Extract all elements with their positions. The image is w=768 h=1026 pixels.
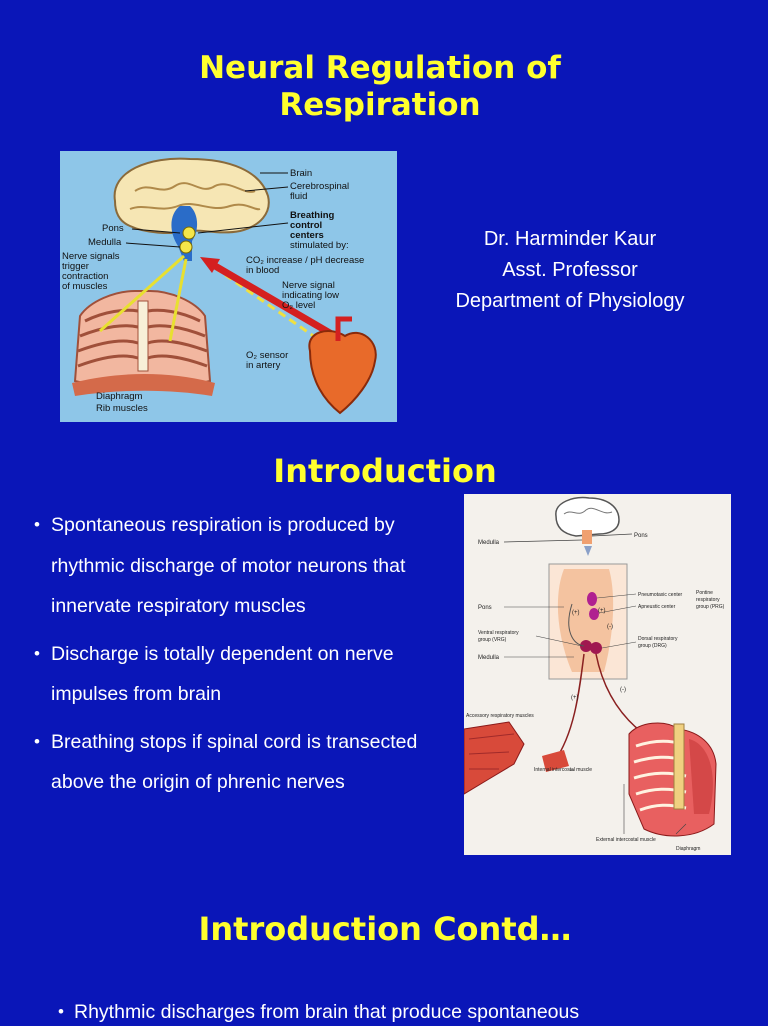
f2-drg-1: Dorsal respiratory (638, 636, 678, 642)
f2-diaphragm: Diaphragm (676, 846, 700, 852)
author-position: Asst. Professor (502, 259, 638, 281)
f2-plus-1: (+) (572, 610, 580, 616)
label-ns-1: Nerve signals (62, 251, 120, 262)
label-nsig-1: Nerve signal (282, 280, 335, 291)
f2-prg-3: group (PRG) (696, 604, 725, 610)
f2-vrg-1: Ventral respiratory (478, 630, 519, 636)
f2-minus-2: (-) (620, 687, 626, 693)
respiration-control-diagram: Brain Cerebrospinal fluid Breathing cont… (60, 151, 397, 422)
contd-bullet: Rhythmic discharges from brain that prod… (58, 998, 768, 1026)
label-csf-2: fluid (290, 191, 307, 202)
author-department: Department of Physiology (455, 290, 685, 312)
bullet-item: Discharge is totally dependent on nerve … (34, 634, 454, 715)
f2-pneumotaxic: Pneumotaxic center (638, 592, 683, 598)
bullet-item: Breathing stops if spinal cord is transe… (34, 722, 454, 803)
f2-drg-2: group (DRG) (638, 643, 667, 649)
introduction-contd-heading: Introduction Contd… (198, 910, 572, 948)
label-ns-4: of muscles (62, 281, 108, 292)
f2-accessory: Accessory respiratory muscles (466, 713, 534, 719)
f2-medulla-mid: Medulla (478, 655, 500, 661)
label-bcc-3: centers (290, 230, 324, 241)
label-medulla: Medulla (88, 237, 122, 248)
label-bcc-4: stimulated by: (290, 240, 349, 251)
label-nsig-2: indicating low (282, 290, 339, 301)
slide-title: Neural Regulation of Respiration (199, 50, 561, 123)
label-csf: Cerebrospinal (290, 181, 349, 192)
label-o2-2: in artery (246, 360, 281, 371)
author-name: Dr. Harminder Kaur (483, 228, 657, 250)
f2-vrg-2: group (VRG) (478, 637, 507, 643)
f2-pons-top: Pons (634, 533, 648, 539)
f2-pons-mid: Pons (478, 605, 492, 611)
label-pons: Pons (102, 223, 124, 234)
label-o2-1: O₂ sensor (246, 350, 288, 361)
respiratory-centers-diagram: Medulla Pons Pneumotaxic center Apneusti… (464, 494, 731, 855)
f2-minus: (-) (607, 624, 613, 630)
label-ns-3: contraction (62, 271, 108, 282)
author-block: Dr. Harminder Kaur Asst. Professor Depar… (430, 224, 710, 317)
bullet-item: Spontaneous respiration is produced by r… (34, 505, 454, 627)
label-rib-muscles: Rib muscles (96, 403, 148, 414)
f2-medulla-top: Medulla (478, 540, 500, 546)
label-bcc-2: control (290, 220, 322, 231)
introduction-heading: Introduction (273, 452, 497, 490)
label-brain: Brain (290, 168, 312, 179)
introduction-bullets: Spontaneous respiration is produced by r… (34, 505, 454, 810)
label-co2-2: in blood (246, 265, 279, 276)
f2-prg-1: Pontine (696, 590, 713, 596)
label-diaphragm: Diaphragm (96, 391, 143, 402)
f2-plus-3: (+) (571, 695, 579, 701)
label-bcc-1: Breathing (290, 210, 335, 221)
label-co2-1: CO₂ increase / pH decrease (246, 255, 364, 266)
f2-apneustic: Apneustic center (638, 604, 676, 610)
f2-external: External intercostal muscle (596, 837, 656, 843)
label-nsig-3: O₂ level (282, 300, 315, 311)
f2-internal: Internal intercostal muscle (534, 767, 592, 773)
f2-prg-2: respiratory (696, 597, 720, 603)
f2-plus-2: (+) (598, 608, 606, 614)
label-ns-2: trigger (62, 261, 89, 272)
